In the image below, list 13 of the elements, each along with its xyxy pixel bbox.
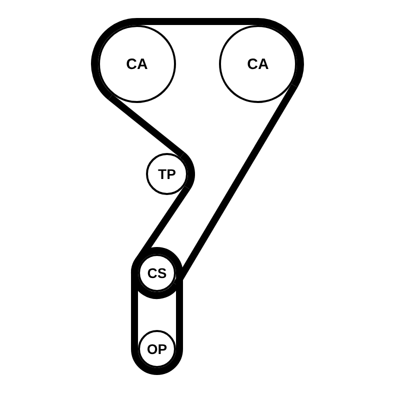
pulley-label: CA xyxy=(126,56,148,72)
pulley xyxy=(98,25,176,103)
pulley xyxy=(219,25,297,103)
pulley-label: OP xyxy=(146,342,168,356)
belt-segment xyxy=(137,18,258,25)
pulley xyxy=(138,330,176,368)
pulley-label: CA xyxy=(247,56,269,72)
pulley-label: TP xyxy=(158,167,176,181)
pulley xyxy=(146,153,188,195)
belt-segment xyxy=(176,273,183,349)
belt-segment xyxy=(108,94,185,158)
belt-segment xyxy=(173,84,298,286)
pulley-label: CS xyxy=(147,266,167,280)
